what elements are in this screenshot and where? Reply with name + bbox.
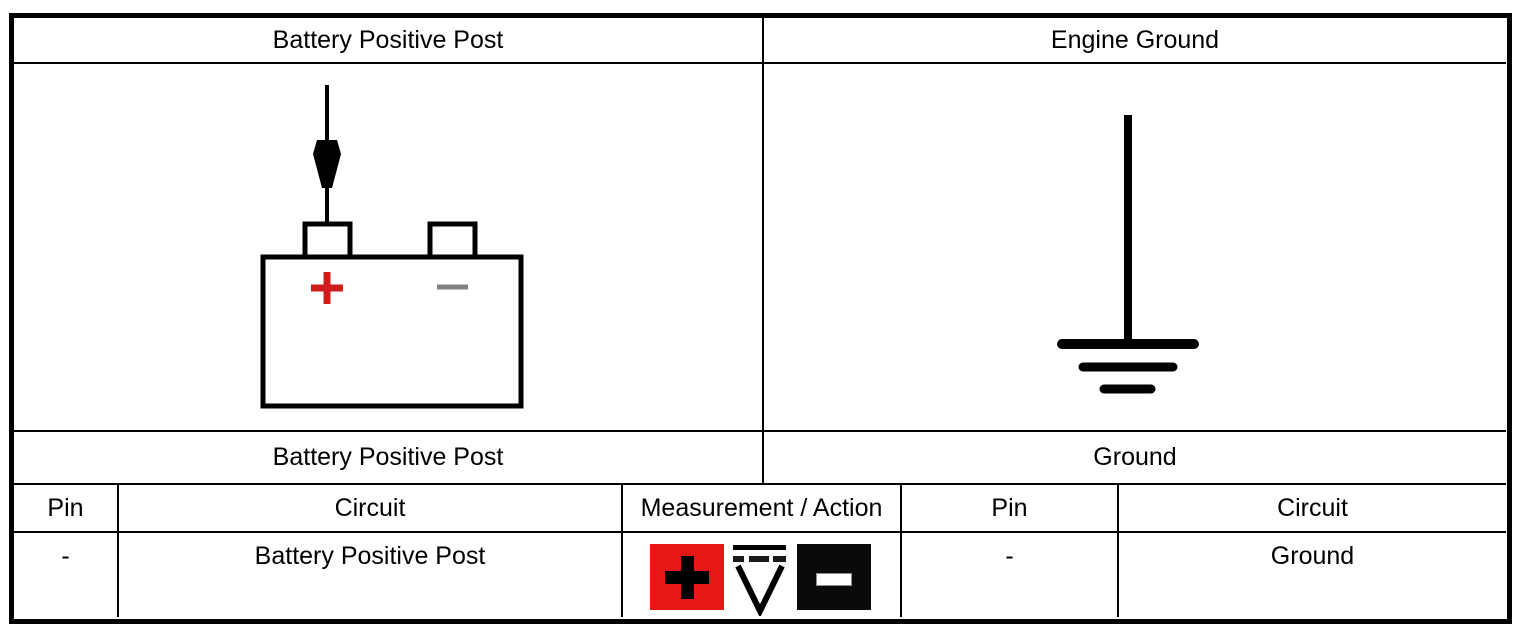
panel-title-left: Battery Positive Post [272,25,504,54]
battery-terminal-positive [302,221,353,261]
battery-plus-sign [311,272,343,304]
divider-center-vertical [762,18,764,483]
battery-positive-post-diagram [260,85,524,409]
header-circuit-left: Circuit [334,493,406,522]
negative-probe-icon [797,544,871,610]
header-pin-right: Pin [991,493,1028,522]
divider-col-circuit-left [621,485,623,617]
cell-circuit-right: Ground [1270,542,1355,570]
panel-caption-right: Ground [1093,443,1177,472]
cell-pin-left: - [61,542,70,570]
divider-under-titles [14,62,1506,64]
battery-body [260,254,524,409]
divider-col-pin-left [117,485,119,617]
divider-under-table-header [14,531,1506,533]
header-circuit-right: Circuit [1277,493,1348,522]
divider-above-captions [14,430,1506,432]
panel-title-right: Engine Ground [1050,25,1220,54]
header-measurement-action: Measurement / Action [640,493,883,522]
cell-pin-right: - [1005,542,1014,570]
test-probe-icon [313,140,341,188]
header-pin-left: Pin [47,493,84,522]
plus-glyph [665,556,709,599]
minus-glyph [816,573,852,586]
panel-caption-left: Battery Positive Post [272,443,504,472]
divider-col-measurement [900,485,902,617]
dc-voltage-icon [733,545,786,616]
battery-terminal-negative [427,221,478,261]
divider-col-pin-right [1117,485,1119,617]
divider-above-table-header [14,483,1506,485]
engine-ground-symbol [1057,115,1199,394]
positive-probe-icon [650,544,724,610]
test-table-frame [9,13,1512,624]
cell-circuit-left: Battery Positive Post [254,542,486,570]
